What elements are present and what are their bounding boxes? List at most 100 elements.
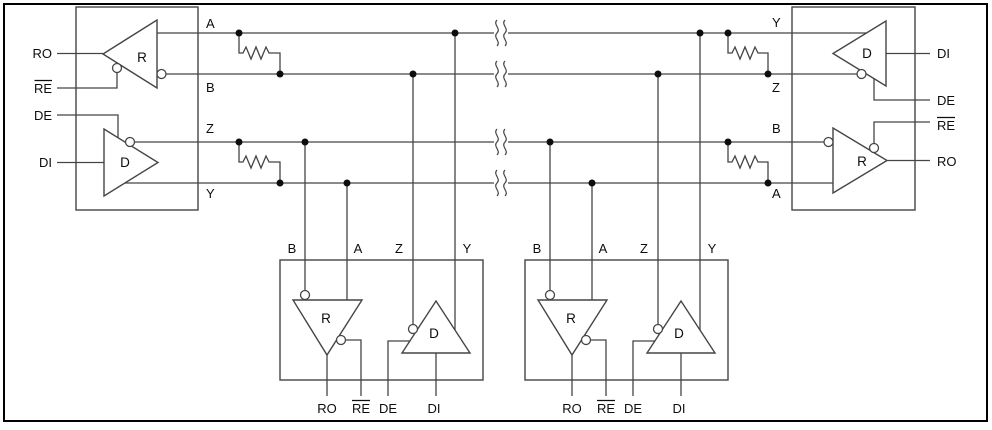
bottom-2-pin-label-di: DI: [673, 401, 686, 416]
junction-dot: [343, 179, 351, 187]
right-pin-label-ro: RO: [937, 154, 957, 169]
left-b-bubble: [156, 68, 167, 80]
bottom-1-pin-label-re: RE: [352, 401, 370, 416]
bottom-2-pin-label-de: DE: [624, 401, 642, 416]
junction-dot: [301, 138, 309, 146]
right-driver-letter: D: [862, 46, 872, 61]
right-pin-label-de: DE: [937, 93, 955, 108]
left-bus-label-b: B: [206, 80, 215, 95]
bottom-1-receiver-letter: R: [321, 311, 331, 326]
bottom-2-re-bubble: [580, 334, 592, 346]
b2-re-wire: [590, 339, 607, 396]
junction-dot: [764, 179, 772, 187]
bottom-2-z-bubble: [652, 323, 664, 335]
bottom-1-b-bubble: [299, 289, 311, 301]
right-bus-label-y: Y: [772, 15, 781, 30]
junction-dot: [409, 70, 417, 78]
left-bus-label-a: A: [206, 16, 215, 31]
b1-de-wire: [387, 340, 410, 396]
junction-dot: [451, 29, 459, 37]
wires: [57, 19, 930, 396]
bottom-1-bus-label-b: B: [288, 241, 297, 256]
inversion-bubbles: [111, 62, 880, 346]
right-receiver-letter: R: [857, 154, 867, 169]
junction-dot: [696, 29, 704, 37]
bottom-1-bus-label-y: Y: [463, 241, 472, 256]
right-re-bubble: [868, 142, 880, 154]
junction-dot: [235, 138, 243, 146]
left-z-bubble: [124, 136, 136, 148]
bottom-2-b-bubble: [544, 289, 556, 301]
termination-resistor-left-top: [238, 33, 281, 74]
bottom-1-driver-triangle: [400, 299, 472, 354]
bottom-1-bus-label-z: Z: [395, 241, 403, 256]
bottom-2-receiver-letter: R: [566, 311, 576, 326]
right-re-wire: [873, 121, 930, 144]
right-pin-label-re: RE: [937, 118, 955, 133]
gate-triangles: [101, 18, 889, 357]
bottom-1-driver-letter: D: [429, 326, 439, 341]
left-pin-label-ro: RO: [33, 46, 53, 61]
bottom-2-pin-label-re: RE: [597, 401, 615, 416]
left-bus-label-y: Y: [206, 186, 215, 201]
break-symbol-line-2: [495, 60, 507, 88]
figure-frame: [3, 3, 988, 422]
left-pin-label-de: DE: [34, 108, 52, 123]
right-z-bubble: [856, 68, 867, 80]
component-boxes: [75, 6, 916, 381]
bottom-1-bus-label-a: A: [354, 241, 363, 256]
bottom-1-pin-label-di: DI: [428, 401, 441, 416]
junction-dot: [654, 70, 662, 78]
junction-dot: [764, 70, 772, 78]
junction-dot: [588, 179, 596, 187]
left-pin-label-di: DI: [39, 155, 52, 170]
break-symbol-line-3: [495, 128, 507, 156]
b1-re-wire: [345, 339, 362, 396]
right-de-wire: [873, 79, 930, 101]
left-pin-label-re: RE: [34, 81, 52, 96]
junction-dot: [235, 29, 243, 37]
termination-resistor-right-top: [727, 33, 769, 74]
bottom-2-driver-letter: D: [674, 326, 684, 341]
bottom-1-receiver-triangle: [291, 299, 364, 357]
bottom-2-receiver-triangle: [536, 299, 609, 357]
termination-resistor-left-bottom: [238, 142, 281, 183]
re-overlines: [34, 79, 955, 402]
bottom-2-driver-triangle: [645, 299, 717, 354]
bottom-1-pin-label-ro: RO: [317, 401, 337, 416]
left-re-bubble: [111, 62, 123, 74]
right-receiver-triangle: [832, 126, 889, 195]
right-bus-label-z: Z: [772, 80, 780, 95]
bottom-2-bus-label-y: Y: [708, 241, 717, 256]
junction-dots: [235, 29, 772, 187]
right-transceiver-box: [791, 6, 916, 211]
left-driver-letter: D: [120, 155, 130, 170]
bottom-transceiver-2-box: [524, 259, 729, 381]
junction-dot: [724, 29, 732, 37]
bottom-2-pin-label-ro: RO: [562, 401, 582, 416]
labels: RO RE DE DI R D A B Z Y Y Z B A DI DE RE…: [33, 15, 957, 416]
left-de-wire: [57, 114, 119, 138]
left-transceiver-box: [75, 6, 199, 211]
b2-de-wire: [632, 340, 655, 396]
right-pin-label-di: DI: [937, 46, 950, 61]
bottom-1-z-bubble: [407, 323, 419, 335]
termination-resistor-right-bottom: [727, 142, 769, 183]
bottom-2-bus-label-a: A: [599, 241, 608, 256]
bottom-1-re-bubble: [335, 334, 347, 346]
junction-dot: [546, 138, 554, 146]
break-symbol-line-4: [495, 169, 507, 197]
left-re-wire: [57, 72, 118, 89]
right-bus-label-a: A: [772, 186, 781, 201]
right-b-bubble: [823, 136, 834, 148]
left-receiver-triangle: [101, 18, 158, 90]
bottom-2-bus-label-b: B: [533, 241, 542, 256]
junction-dot: [276, 70, 284, 78]
junction-dot: [276, 179, 284, 187]
right-bus-label-b: B: [772, 121, 781, 136]
left-receiver-letter: R: [137, 50, 147, 65]
junction-dot: [724, 138, 732, 146]
break-symbol-line-1: [495, 19, 507, 47]
left-bus-label-z: Z: [206, 121, 214, 136]
